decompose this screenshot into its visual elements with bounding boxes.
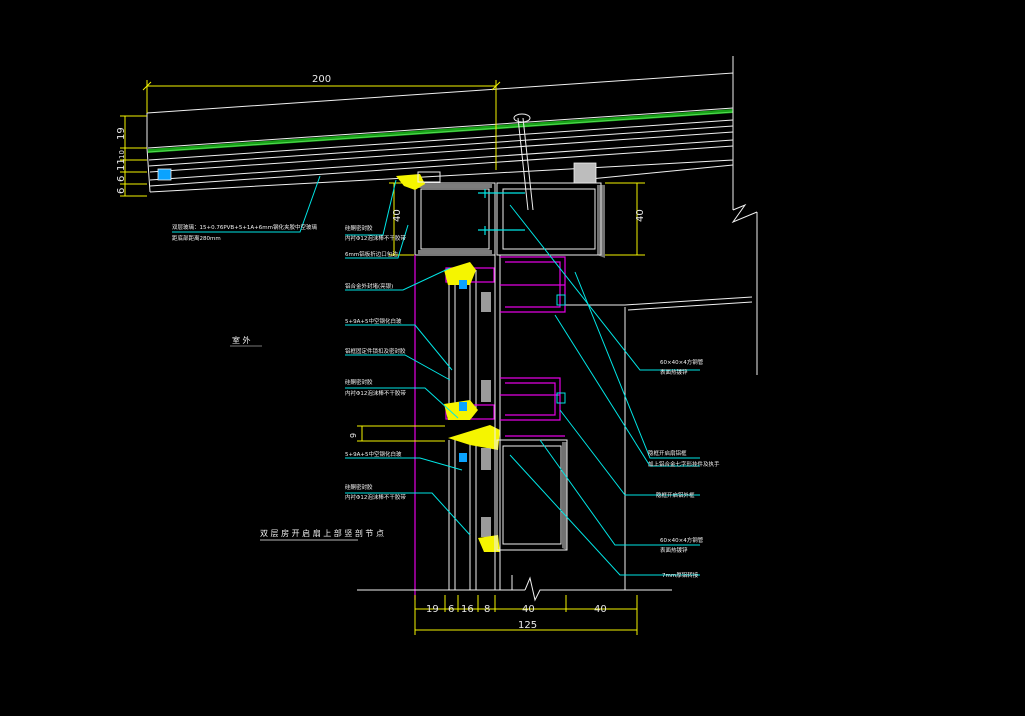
insulated-glass-upper xyxy=(448,270,477,410)
dim-left-3: 11 xyxy=(116,158,127,171)
interior-ceiling xyxy=(565,164,753,590)
dim-left-2: 10 xyxy=(118,150,126,159)
dim-left-5: 6 xyxy=(116,188,127,194)
dim-left-1: 19 xyxy=(116,127,127,140)
note-alu-plate: 6mm铝板折边口包边 xyxy=(345,250,398,258)
sash-connectors xyxy=(556,294,566,404)
insulated-glass-lower xyxy=(448,440,477,590)
steel-tube-top xyxy=(496,182,602,256)
note-sash-outer: 隐框开启铝外框 xyxy=(656,491,695,499)
note-seal-1: 硅酮密封胶 xyxy=(345,224,373,232)
middle-drip-seal xyxy=(448,425,500,450)
dim-gap: 9 xyxy=(349,433,358,438)
annotation-notes: 双层玻璃：15+0.76PVB+5+1A+6mm钢化夹胶中空玻璃 距底部距离28… xyxy=(172,223,720,579)
sash-aluminium-frame-lower xyxy=(500,377,561,421)
bottom-dimension-labels: 19 6 16 8 40 40 125 xyxy=(426,604,607,631)
upper-spacer-top xyxy=(459,280,467,289)
note-seal-3: 硅酮密封胶 xyxy=(345,483,373,491)
mullion-vertical xyxy=(494,255,501,590)
left-dimension-labels: 19 10 11 6 6 xyxy=(116,127,127,194)
top-dimension xyxy=(142,80,501,170)
upper-foam-rod-top xyxy=(481,292,491,312)
dim-left-4: 6 xyxy=(116,176,127,182)
dim-top-width: 200 xyxy=(312,74,331,85)
note-alu-adapter: 7mm厚铝转接 xyxy=(662,571,699,579)
upper-foam-rod-bottom xyxy=(481,380,491,402)
roof-bolt xyxy=(513,113,534,211)
anchor-bolts xyxy=(478,189,525,235)
dim-bottom-3: 16 xyxy=(461,604,474,615)
note-seal-1-rod: 内衬Φ12泡沫棒不干胶带 xyxy=(345,234,406,242)
break-line-bottom xyxy=(357,575,672,602)
dim-bottom-1: 19 xyxy=(426,604,439,615)
dim-right-height: 40 xyxy=(635,209,646,222)
dim-bottom-5: 40 xyxy=(522,604,535,615)
room-label: 室 外 xyxy=(232,335,251,345)
gap-dim xyxy=(357,425,445,442)
break-line-right xyxy=(731,56,758,375)
dim-bottom-total: 125 xyxy=(518,620,537,631)
steel-tube-bottom xyxy=(496,439,568,551)
lower-foam-rod-bottom xyxy=(481,517,491,537)
note-fixing: 铝框固定件锁扣及密封胶 xyxy=(345,347,406,355)
note-steel-upper: 60×40×4方钢管 xyxy=(660,358,704,366)
sash-aluminium-frame-upper xyxy=(500,256,566,313)
note-roof-glass: 双层玻璃：15+0.76PVB+5+1A+6mm钢化夹胶中空玻璃 xyxy=(172,223,318,231)
top-aluminium-box xyxy=(414,182,496,256)
roof-support-block xyxy=(573,162,597,184)
upper-spacer-bottom xyxy=(459,402,467,411)
steel-tube-bottom-coating xyxy=(562,442,567,550)
dim-bracket-height: 40 xyxy=(392,209,403,222)
note-glass-lower: 5+9A+5中空钢化白玻 xyxy=(345,450,402,458)
dim-bottom-6: 40 xyxy=(594,604,607,615)
bottom-dimension-chain xyxy=(414,595,638,635)
top-cap xyxy=(417,171,441,183)
roof-spacer-blue xyxy=(157,168,172,181)
note-seal-2-rod: 内衬Φ12泡沫棒不干胶带 xyxy=(345,389,406,397)
lower-foam-rod-top xyxy=(481,448,491,470)
dim-bottom-4: 8 xyxy=(484,604,490,615)
middle-spacer xyxy=(459,453,467,462)
steel-tube-top-coating xyxy=(597,185,605,258)
roof-pvb-interlayer xyxy=(148,109,733,153)
leader-lines xyxy=(172,175,700,576)
bracket-height-dim xyxy=(389,182,414,256)
note-steel-lower-coat: 表面热镀锌 xyxy=(660,546,688,554)
left-dimension-stack xyxy=(120,115,147,197)
note-steel-upper-coat: 表面热镀锌 xyxy=(660,368,688,376)
note-seal-3-rod: 内衬Φ12泡沫棒不干胶带 xyxy=(345,493,406,501)
upper-sash-seal-top xyxy=(444,262,476,285)
note-glass-upper: 5+9A+5中空钢化白玻 xyxy=(345,317,402,325)
top-box-hatch xyxy=(418,184,492,254)
note-sash-frame: 隐框开启扇铝框 xyxy=(648,449,687,457)
note-steel-lower: 60×40×4方钢管 xyxy=(660,536,704,544)
note-sash-hardware: 加上铝合金七字形挂件及执手 xyxy=(648,460,720,468)
note-alu-cover: 铝合金外封堵(亮银) xyxy=(345,282,393,290)
note-roof-distance: 距底部距离280mm xyxy=(172,234,221,242)
drawing-title: 双 层 房 开 启 扇 上 部 竖 剖 节 点 xyxy=(260,528,384,538)
note-seal-2: 硅酮密封胶 xyxy=(345,378,373,386)
dim-bottom-2: 6 xyxy=(448,604,454,615)
right-height-dim xyxy=(605,182,645,256)
